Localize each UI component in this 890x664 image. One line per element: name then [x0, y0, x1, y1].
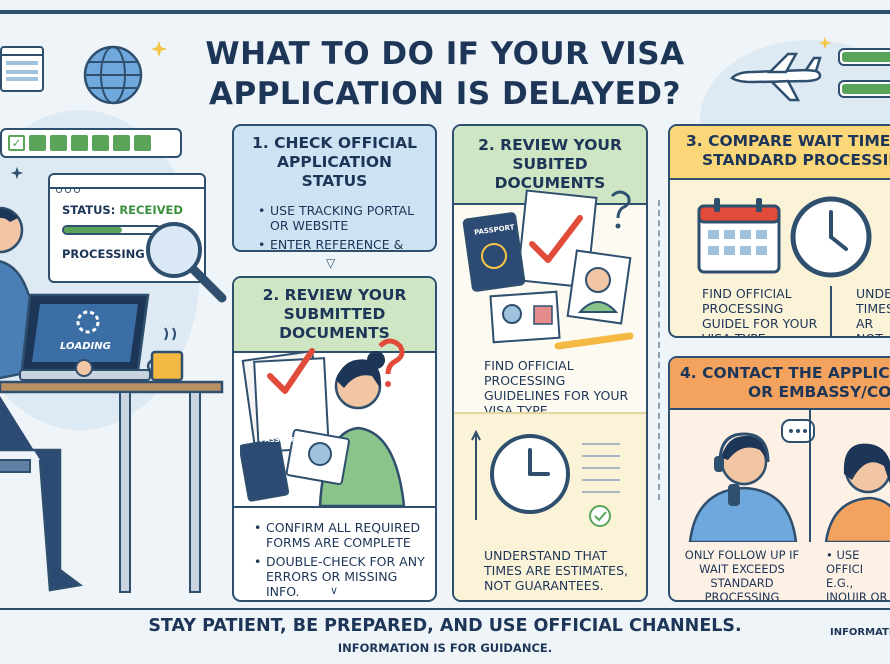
globe-icon — [83, 45, 143, 105]
review-documents-bullet-bottom: UNDERSTAND THAT TIMES ARE ESTIMATES, NOT… — [460, 548, 646, 593]
progress-segment — [92, 135, 109, 151]
status-label: STATUS: — [62, 203, 116, 217]
step-2-title-line-2: SUBMITTED DOCUMENTS — [279, 305, 390, 342]
step-4-text-left: ONLY FOLLOW UP IF WAIT EXCEEDS STANDARD … — [674, 548, 810, 602]
step-4-title: 4. CONTACT THE APPLICAT OR EMBASSY/CONS — [670, 358, 890, 410]
step-2-bullets: CONFIRM ALL REQUIRED FORMS ARE COMPLETE … — [234, 506, 435, 600]
step-2-bullet: DOUBLE-CHECK FOR ANY ERRORS OR MISSING I… — [252, 554, 425, 599]
progress-bar-right-bottom — [838, 80, 890, 98]
status-value: RECEIVED — [119, 203, 183, 217]
clock-icon — [471, 429, 620, 527]
step-4-text-right-content: • USE OFFICI E.G., INQUIR OR FEEDE — [826, 548, 888, 602]
step-4-title-line-2: OR EMBASSY/CONS — [748, 383, 890, 401]
support-agents-illustration — [688, 410, 890, 542]
footer-right-label: INFORMATI — [830, 627, 890, 638]
step-2-title: 2. REVIEW YOUR SUBMITTED DOCUMENTS — [234, 278, 435, 353]
review-documents-bullet-top: FIND OFFICIAL PROCESSING GUIDELINES FOR … — [460, 358, 646, 418]
clock-icon — [790, 196, 872, 278]
magnifying-glass-icon — [146, 222, 227, 303]
bottom-frame-line — [0, 608, 890, 610]
column-divider — [658, 200, 660, 500]
page-title: WHAT TO DO IF YOUR VISA APPLICATION IS D… — [150, 34, 740, 114]
step-1-bullet: ENTER REFERENCE & PASSPORT NUMBERS — [256, 237, 425, 250]
review-documents-title-line-1: 2. REVIEW YOUR — [478, 136, 622, 154]
calendar-icon — [697, 198, 781, 274]
loading-label: LOADING — [60, 341, 111, 352]
step-1-bullets: USE TRACKING PORTAL OR WEBSITE ENTER REF… — [234, 203, 435, 250]
progress-check-segment: ✓ — [8, 135, 25, 151]
upload-progress-bar: ✓ — [0, 128, 182, 158]
step-4-card: 4. CONTACT THE APPLICAT OR EMBASSY/CONS … — [668, 356, 890, 602]
step-1-title-line-2: APPLICATION STATUS — [276, 153, 393, 190]
step-3-card: 3. COMPARE WAIT TIME W STANDARD PROCESSI… — [668, 124, 890, 338]
progress-bar-right-top — [838, 48, 890, 66]
progress-segment — [134, 135, 151, 151]
top-frame-line — [0, 10, 890, 14]
step-1-bullet: USE TRACKING PORTAL OR WEBSITE — [256, 203, 425, 233]
step-4-title-line-1: 4. CONTACT THE APPLICAT — [680, 364, 890, 382]
progress-segment — [50, 135, 67, 151]
step-3-title: 3. COMPARE WAIT TIME W STANDARD PROCESSI… — [670, 126, 890, 180]
window-titlebar — [50, 175, 204, 193]
step-1-card: 1. CHECK OFFICIAL APPLICATION STATUS USE… — [232, 124, 437, 252]
chevron-down-icon: ∨ — [330, 584, 339, 597]
processing-label: PROCESSING — [62, 247, 145, 261]
chevron-down-icon: ▽ — [326, 256, 336, 270]
step-3-bullet-right-text: UNDEF TIMES AR NOT G — [856, 286, 890, 336]
title-line-1: WHAT TO DO IF YOUR VISA — [205, 36, 685, 72]
review-documents-lower-panel: UNDERSTAND THAT TIMES ARE ESTIMATES, NOT… — [454, 412, 646, 600]
sparkle-icon — [818, 36, 832, 50]
step-3-title-line-1: 3. COMPARE WAIT TIME W — [686, 132, 890, 150]
step-3-title-line-2: STANDARD PROCESSING — [702, 151, 890, 169]
step-3-divider — [830, 286, 832, 336]
progress-segment — [71, 135, 88, 151]
step-3-bullet-right: UNDEF TIMES AR NOT G — [834, 286, 890, 336]
sparkle-icon — [151, 41, 167, 57]
review-documents-bullet-bottom-text: UNDERSTAND THAT TIMES ARE ESTIMATES, NOT… — [484, 548, 628, 593]
card2-passport-label: PASSPORT — [260, 436, 301, 444]
mini-browser-window-icon — [0, 46, 44, 92]
step-2-title-line-1: 2. REVIEW YOUR — [262, 286, 407, 304]
review-documents-title-line-2: SUBITED DOCUMENTS — [494, 155, 606, 192]
documents-and-passport-illustration — [462, 189, 634, 350]
step-4-text-right: • USE OFFICI E.G., INQUIR OR FEEDE — [816, 548, 890, 602]
progress-segment — [113, 135, 130, 151]
title-line-2: APPLICATION IS DELAYED? — [208, 76, 681, 112]
review-documents-bullet-top-text: FIND OFFICIAL PROCESSING GUIDELINES FOR … — [484, 358, 629, 418]
review-documents-card: 2. REVIEW YOUR SUBITED DOCUMENTS PASSPOR… — [452, 124, 648, 602]
progress-segment — [29, 135, 46, 151]
footer-disclaimer: INFORMATION IS FOR GUIDANCE. — [337, 641, 553, 655]
woman-reviewing-documents-illustration — [240, 338, 406, 506]
step-3-bullet-left: FIND OFFICIAL PROCESSING GUIDEL FOR YOUR… — [678, 286, 828, 336]
step-1-title: 1. CHECK OFFICIAL APPLICATION STATUS — [234, 126, 435, 199]
step-3-bullet-left-text: FIND OFFICIAL PROCESSING GUIDEL FOR YOUR… — [702, 286, 818, 336]
status-line: STATUS: RECEIVED — [62, 203, 183, 217]
airplane-icon — [730, 52, 822, 102]
footer-tagline: STAY PATIENT, BE PREPARED, AND USE OFFIC… — [148, 616, 742, 636]
review-documents-title: 2. REVIEW YOUR SUBITED DOCUMENTS — [454, 126, 646, 205]
step-2-card: 2. REVIEW YOUR SUBMITTED DOCUMENTS PASSP… — [232, 276, 437, 602]
step-4-text-left-content: ONLY FOLLOW UP IF WAIT EXCEEDS STANDARD … — [684, 548, 800, 602]
sparkle-icon — [10, 166, 24, 180]
step-1-title-line-1: 1. CHECK OFFICIAL — [252, 134, 417, 152]
step-2-bullet: CONFIRM ALL REQUIRED FORMS ARE COMPLETE — [252, 520, 425, 550]
person-at-laptop-illustration — [0, 206, 224, 593]
